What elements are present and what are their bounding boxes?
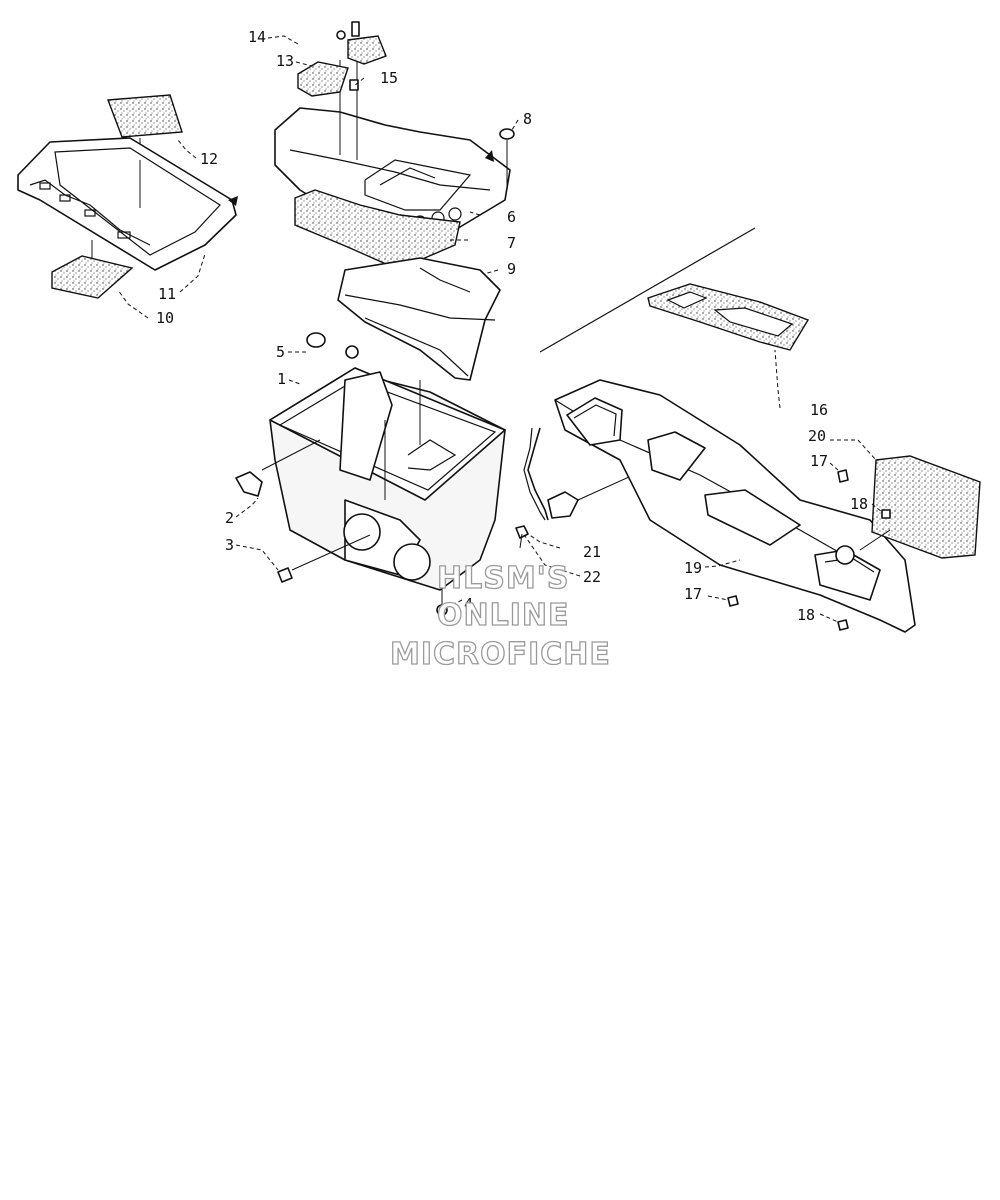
callout-16: 16 — [810, 401, 828, 419]
gasket-16 — [647, 283, 810, 351]
console-19 — [554, 379, 916, 633]
watermark-line-1: HLSM'S — [437, 561, 569, 596]
lid-11 — [17, 137, 238, 271]
screws-17-18 — [727, 469, 891, 631]
callout-21: 21 — [583, 543, 601, 561]
callout-19: 19 — [684, 559, 702, 577]
section-divider — [539, 227, 756, 353]
fastener-4 — [436, 570, 448, 616]
callout-18-top: 18 — [850, 495, 868, 513]
callout-12: 12 — [200, 150, 218, 168]
clip-2 — [235, 439, 321, 497]
callout-7: 7 — [507, 234, 516, 252]
callout-10: 10 — [156, 309, 174, 327]
fasteners-13-14-15 — [297, 21, 387, 97]
callout-15: 15 — [380, 69, 398, 87]
callout-22: 22 — [583, 568, 601, 586]
watermark-line-2: ONLINE — [437, 598, 570, 633]
knob-8 — [499, 128, 515, 188]
callout-8: 8 — [523, 110, 532, 128]
cover-9 — [337, 257, 501, 381]
callout-4: 4 — [464, 595, 473, 613]
callout-17-bottom: 17 — [684, 585, 702, 603]
callout-5: 5 — [276, 343, 285, 361]
callout-13: 13 — [276, 52, 294, 70]
callout-18-bottom: 18 — [797, 606, 815, 624]
watermark: HLSM'S ONLINE MICROFICHE — [389, 560, 611, 672]
callout-1: 1 — [277, 370, 286, 388]
callout-14: 14 — [248, 28, 266, 46]
callout-20: 20 — [808, 427, 826, 445]
callout-labels: 14 13 15 8 12 6 7 9 11 10 5 1 2 3 4 21 2… — [156, 28, 868, 624]
callout-9: 9 — [507, 260, 516, 278]
box-1 — [269, 345, 506, 591]
lid-pad-10 — [51, 240, 134, 299]
callout-3: 3 — [225, 536, 234, 554]
callout-6: 6 — [507, 208, 516, 226]
grommet-5 — [306, 332, 326, 348]
rod-21 — [523, 427, 641, 521]
callout-17-top: 17 — [810, 452, 828, 470]
watermark-line-3: MICROFICHE — [390, 637, 611, 672]
callout-leaders — [117, 35, 883, 623]
tray-pad-7 — [294, 189, 461, 269]
callout-11: 11 — [158, 285, 176, 303]
pad-20 — [859, 455, 981, 559]
nut-3 — [277, 534, 371, 583]
callout-2: 2 — [225, 509, 234, 527]
